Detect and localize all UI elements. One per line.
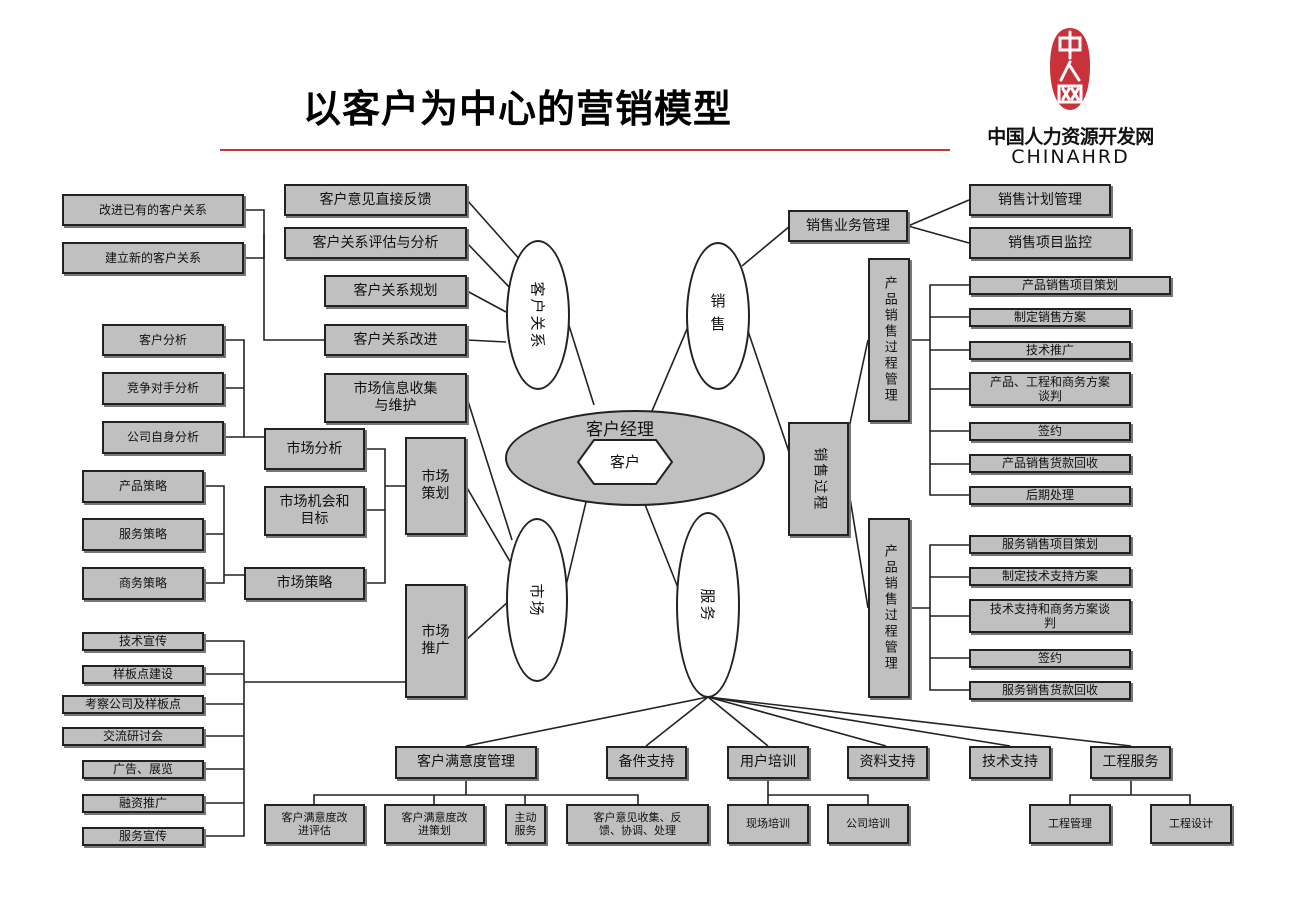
customer-relation-label: 客户关系 xyxy=(528,280,547,350)
satisfaction-child-box: 客户意见收集、反 馈、协调、处理 xyxy=(566,804,709,844)
competitor-analysis-box: 竞争对手分析 xyxy=(102,372,224,405)
service-step-box: 服务销售货款回收 xyxy=(969,681,1131,700)
self-analysis-box: 公司自身分析 xyxy=(102,421,224,454)
product-step-box: 产品、工程和商务方案 谈判 xyxy=(969,372,1131,406)
sales-business-mgmt-box: 销售业务管理 xyxy=(788,210,908,242)
logo-chinese-text: 中国人力资源开发网 xyxy=(987,126,1154,148)
service-step-box: 服务销售项目策划 xyxy=(969,535,1131,554)
promo-finance-box: 融资推广 xyxy=(82,794,204,813)
product-step-box: 签约 xyxy=(969,422,1131,441)
service-step-box: 技术支持和商务方案谈 判 xyxy=(969,599,1131,633)
sales-node: 销售 xyxy=(686,242,750,390)
customer-relation-node: 客户关系 xyxy=(506,240,570,390)
service-label: 服务 xyxy=(698,587,717,623)
market-opportunity-box: 市场机会和 目标 xyxy=(264,486,365,536)
service-step-box: 签约 xyxy=(969,649,1131,668)
promo-visit-box: 考察公司及样板点 xyxy=(62,695,204,714)
promo-seminar-box: 交流研讨会 xyxy=(62,727,204,746)
service-step-box: 制定技术支持方案 xyxy=(969,567,1131,586)
market-strategy-box: 市场策略 xyxy=(244,567,365,600)
promo-ads-box: 广告、展览 xyxy=(82,760,204,779)
cr-planning-box: 客户关系规划 xyxy=(324,275,467,307)
customer-hexagon xyxy=(576,439,674,485)
market-label: 市场 xyxy=(527,582,546,618)
product-process-label: 产品销售过程管理 xyxy=(881,276,897,404)
engineering-design-box: 工程设计 xyxy=(1150,804,1232,844)
market-info-box: 市场信息收集 与维护 xyxy=(324,373,467,423)
satisfaction-child-box: 客户满意度改 进评估 xyxy=(264,804,365,844)
market-node: 市场 xyxy=(506,518,568,682)
promo-sample-box: 样板点建设 xyxy=(82,665,204,684)
title-underline xyxy=(220,149,950,151)
product-step-box: 后期处理 xyxy=(969,486,1131,505)
logo: 中国人力资源开发网 CHINAHRD xyxy=(968,22,1173,172)
service-process-box: 产品销售过程管理 xyxy=(868,518,910,698)
customer-analysis-box: 客户分析 xyxy=(102,324,224,356)
sales-label: 销售 xyxy=(708,293,727,339)
business-strategy-box: 商务策略 xyxy=(82,567,204,600)
sales-process-label: 销售过程 xyxy=(810,446,827,511)
product-step-box: 制定销售方案 xyxy=(969,308,1131,327)
company-training-box: 公司培训 xyxy=(827,804,909,844)
product-strategy-box: 产品策略 xyxy=(82,470,204,503)
sales-process-box: 销售过程 xyxy=(788,422,849,536)
product-step-box: 产品销售货款回收 xyxy=(969,454,1131,473)
sales-plan-box: 销售计划管理 xyxy=(969,184,1111,216)
satisfaction-child-box: 主动 服务 xyxy=(505,804,546,844)
market-analysis-box: 市场分析 xyxy=(264,428,365,470)
documentation-support-box: 资料支持 xyxy=(847,746,928,779)
service-process-label: 产品销售过程管理 xyxy=(881,544,897,672)
cr-evaluation-box: 客户关系评估与分析 xyxy=(284,227,467,259)
logo-mark-icon xyxy=(1050,28,1090,110)
promo-tech-box: 技术宣传 xyxy=(82,632,204,651)
satisfaction-child-box: 客户满意度改 进策划 xyxy=(384,804,485,844)
cr-improve-existing-box: 改进已有的客户关系 xyxy=(62,194,244,226)
service-strategy-box: 服务策略 xyxy=(82,518,204,551)
market-planning-box: 市场 策划 xyxy=(405,437,466,535)
onsite-training-box: 现场培训 xyxy=(727,804,809,844)
sales-project-monitor-box: 销售项目监控 xyxy=(969,227,1131,259)
product-step-box: 技术推广 xyxy=(969,341,1131,360)
promo-service-box: 服务宣传 xyxy=(82,827,204,846)
product-step-box: 产品销售项目策划 xyxy=(969,276,1171,295)
engineering-service-box: 工程服务 xyxy=(1090,746,1171,779)
spare-parts-box: 备件支持 xyxy=(606,746,687,779)
satisfaction-mgmt-box: 客户满意度管理 xyxy=(395,746,537,779)
page-title: 以客户为中心的营销模型 xyxy=(303,87,733,131)
cr-feedback-box: 客户意见直接反馈 xyxy=(284,184,467,216)
technical-support-box: 技术支持 xyxy=(969,746,1051,779)
user-training-box: 用户培训 xyxy=(727,746,809,779)
service-node: 服务 xyxy=(676,512,740,698)
engineering-mgmt-box: 工程管理 xyxy=(1029,804,1111,844)
cr-build-new-box: 建立新的客户关系 xyxy=(62,242,244,274)
market-promotion-box: 市场 推广 xyxy=(405,584,466,698)
customer-manager-label: 客户经理 xyxy=(586,420,654,440)
logo-english-text: CHINAHRD xyxy=(1011,146,1130,168)
customer-label: 客户 xyxy=(609,453,640,471)
cr-improvement-box: 客户关系改进 xyxy=(324,324,467,356)
product-process-box: 产品销售过程管理 xyxy=(868,258,910,422)
